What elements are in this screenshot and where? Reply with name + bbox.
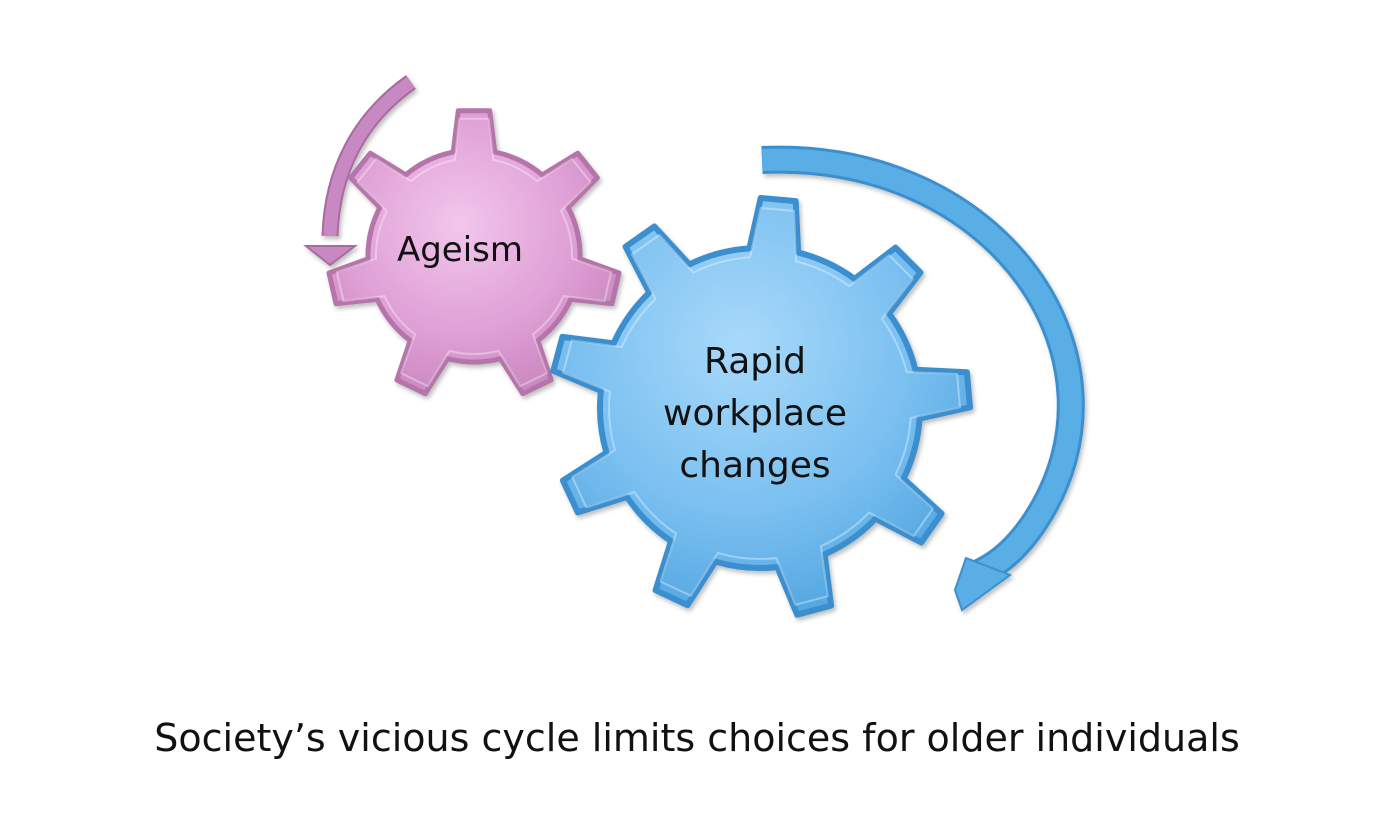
diagram-caption: Society’s vicious cycle limits choices f… (154, 716, 1240, 760)
ageism-cycle-arrow (303, 75, 416, 267)
rapid-changes-cycle-arrow (761, 145, 1085, 612)
rapid-workplace-changes-gear (550, 195, 973, 618)
ageism-gear (326, 108, 622, 397)
